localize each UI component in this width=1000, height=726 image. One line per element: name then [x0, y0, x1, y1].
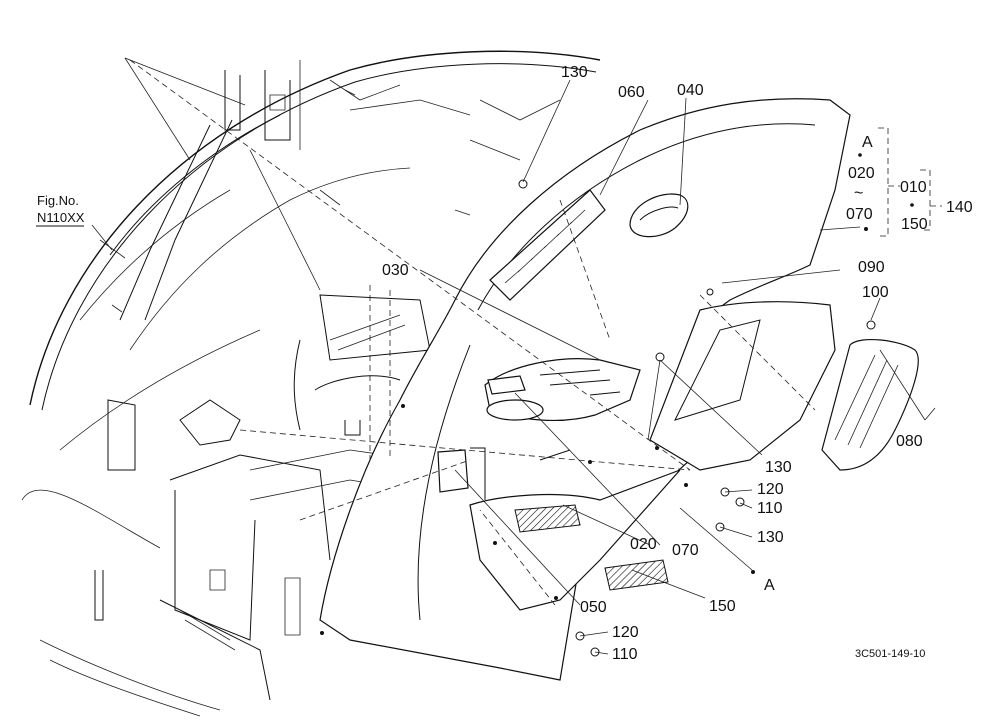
grouping-brackets: [751, 127, 942, 574]
callout-120-right: 120: [757, 481, 784, 498]
callout-050: 050: [580, 599, 607, 616]
rear-panel-drawing: [319, 98, 919, 681]
point-a-top: A: [862, 134, 873, 151]
callout-060: 060: [618, 84, 645, 101]
range-tilde: ~: [854, 185, 863, 202]
callout-020-group: 020: [848, 165, 875, 182]
callout-030: 030: [382, 262, 409, 279]
callout-130-lower: 130: [757, 529, 784, 546]
point-a-bottom: A: [764, 577, 775, 594]
callout-120-bottom: 120: [612, 624, 639, 641]
callout-110-bottom: 110: [612, 646, 638, 663]
leader-lines: [36, 57, 936, 655]
bolt-markers: [518, 179, 876, 657]
callout-100: 100: [862, 284, 889, 301]
callout-140: 140: [946, 199, 973, 216]
callout-130-right: 130: [765, 459, 792, 476]
callout-150-group: 150: [901, 216, 928, 233]
callout-020: 020: [630, 536, 657, 553]
vent-slots: [504, 209, 586, 284]
callout-labels: Fig.No. N110XX 130 060 040 030 A 020 ~ 0…: [37, 64, 973, 663]
drawing-id: 3C501-149-10: [855, 648, 925, 660]
callout-090: 090: [858, 259, 885, 276]
figure-ref-number: N110XX: [37, 210, 85, 225]
callout-080: 080: [896, 433, 923, 450]
cabin-frame-drawing: [21, 50, 601, 717]
callout-070: 070: [672, 542, 699, 559]
callout-040: 040: [677, 82, 704, 99]
callout-070-group: 070: [846, 206, 873, 223]
callout-110-right: 110: [757, 500, 783, 517]
callout-130-top: 130: [561, 64, 588, 81]
callout-010: 010: [900, 179, 927, 196]
figure-ref-label: Fig.No.: [37, 193, 79, 208]
callout-150: 150: [709, 598, 736, 615]
